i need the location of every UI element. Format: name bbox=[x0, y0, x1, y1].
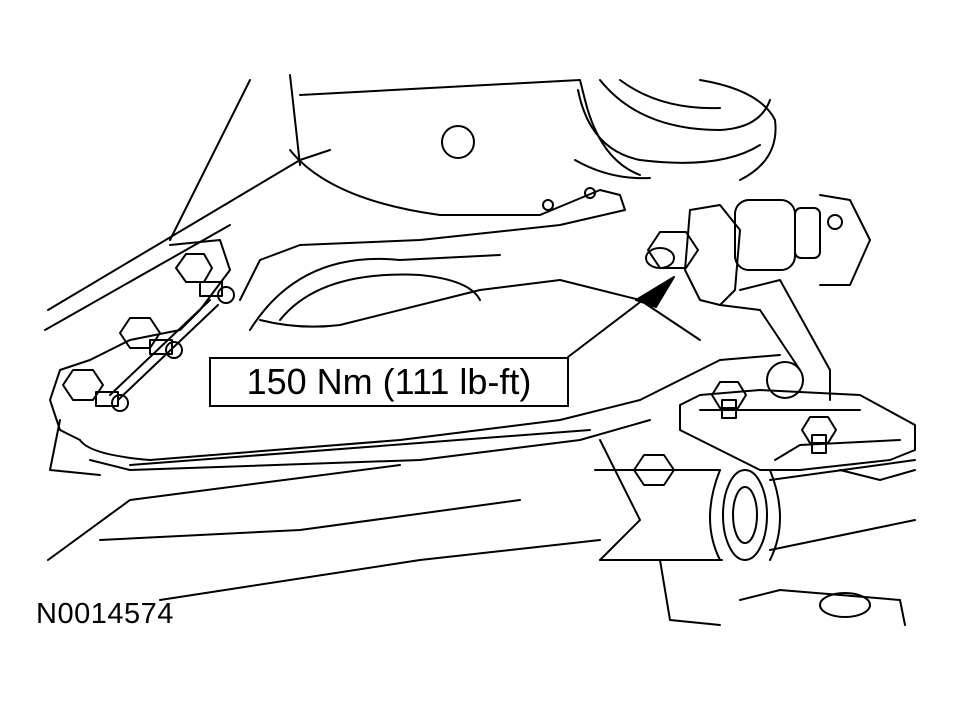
link-nut bbox=[645, 231, 699, 269]
stabilizer-link bbox=[645, 194, 871, 401]
lower-hardware bbox=[599, 439, 916, 626]
stabilizer-bar bbox=[594, 454, 916, 561]
bolt-middle bbox=[119, 317, 183, 359]
upper-bracket bbox=[239, 125, 626, 331]
bushing-bracket bbox=[679, 361, 916, 471]
bolt-upper bbox=[175, 253, 235, 304]
bolt-lower bbox=[62, 369, 129, 412]
callout-arrow bbox=[567, 276, 675, 358]
coil-spring bbox=[574, 79, 777, 181]
torque-callout: 150 Nm (111 lb-ft) bbox=[209, 357, 569, 407]
torque-value: 150 Nm (111 lb-ft) bbox=[246, 361, 532, 402]
figure-id: N0014574 bbox=[36, 598, 174, 630]
lower-control-arm bbox=[79, 279, 781, 471]
bracket-bolt-left bbox=[711, 381, 747, 419]
bracket-bolt-right bbox=[801, 416, 837, 454]
arm-mounting-bolts bbox=[49, 239, 235, 441]
frame-structure bbox=[44, 74, 601, 601]
